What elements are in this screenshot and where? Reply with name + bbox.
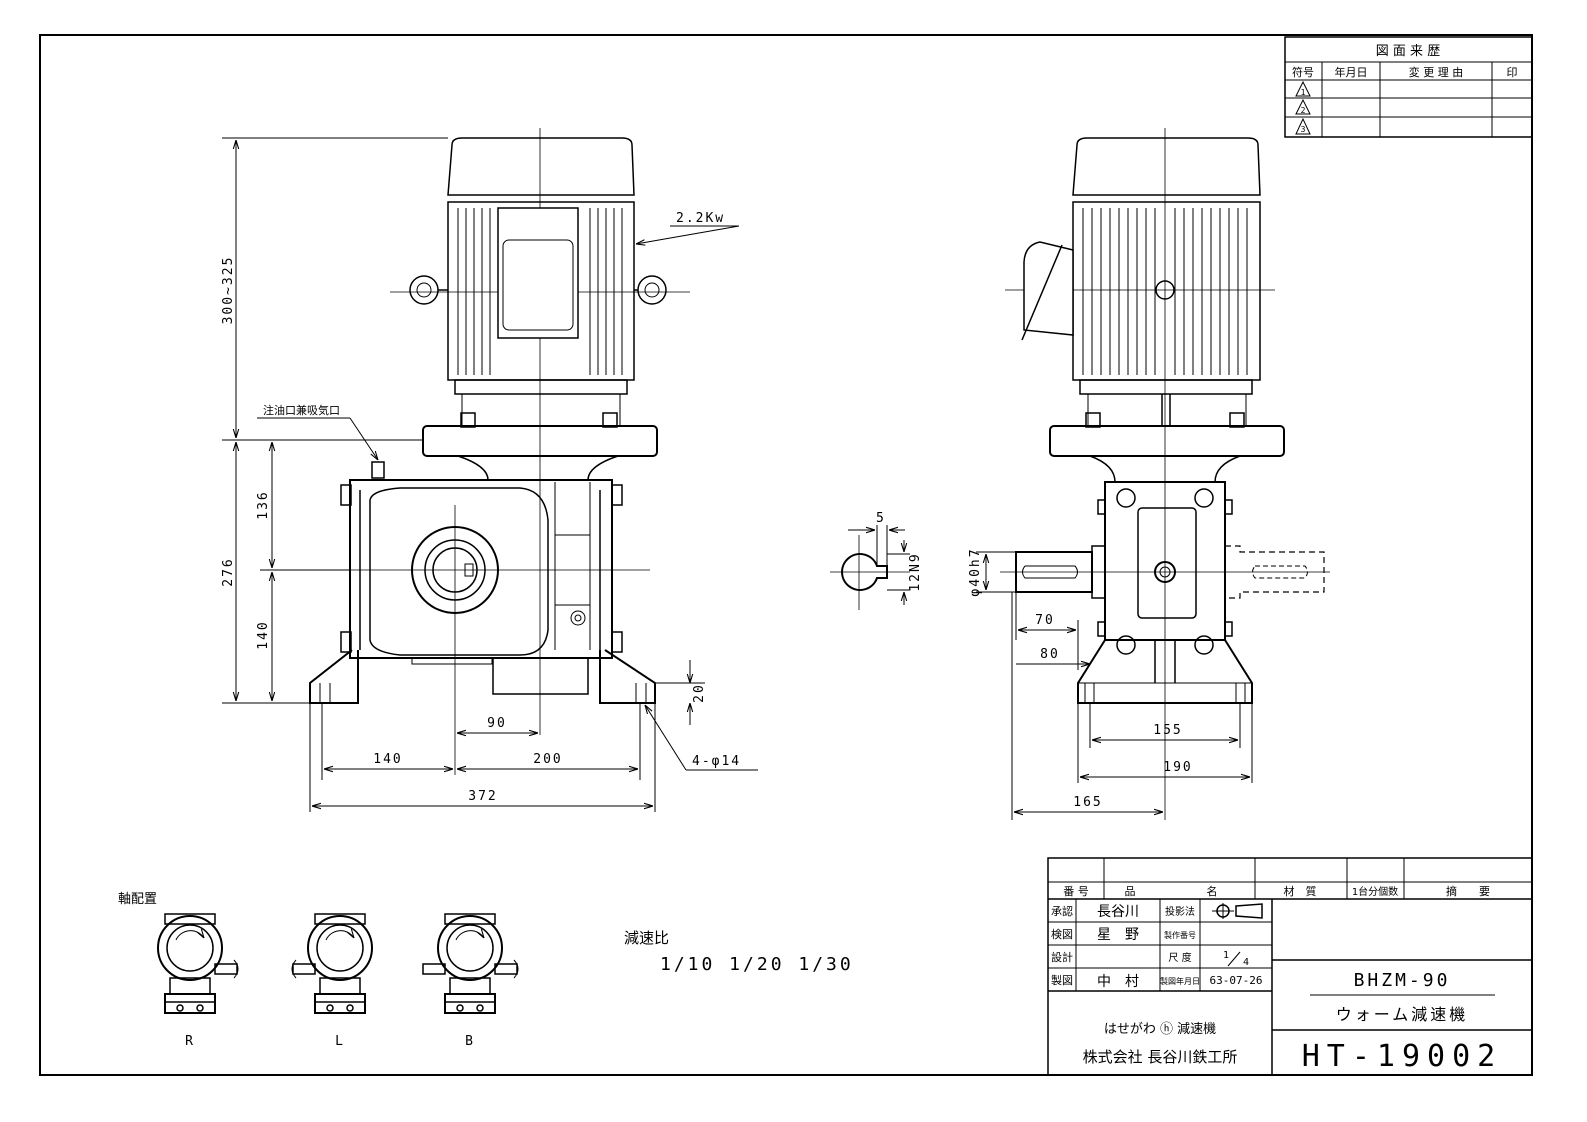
dim-width-372: 372 xyxy=(468,789,497,804)
dim-upper-height: 136 xyxy=(256,490,271,519)
tb-header-name2: 名 xyxy=(1207,884,1218,898)
dim-foot-height: 20 xyxy=(692,683,707,703)
revision-table: 図 面 来 歴 符号 年月日 変 更 理 由 印 1 2 3 xyxy=(1284,36,1533,138)
rev-header-date: 年月日 xyxy=(1335,65,1368,79)
dim-base-155: 155 xyxy=(1153,723,1182,738)
rev-header-reason: 変 更 理 由 xyxy=(1409,65,1464,79)
arrangement-label-r: R xyxy=(185,1034,195,1049)
key-width: 5 xyxy=(876,511,886,526)
svg-text:1: 1 xyxy=(1301,88,1306,97)
front-view: 300~325 276 136 140 20 90 140 200 372 4-… xyxy=(221,128,758,812)
dim-base-190: 190 xyxy=(1163,760,1192,775)
tb-draw-value: 中 村 xyxy=(1097,974,1139,990)
dim-width-200: 200 xyxy=(533,752,562,767)
brand-line: はせがわ ⓗ 減速機 xyxy=(1104,1021,1216,1037)
svg-text:2: 2 xyxy=(1301,106,1306,115)
tb-draw-label: 製図 xyxy=(1051,973,1073,987)
rev-header-mark: 符号 xyxy=(1292,66,1314,79)
tb-date-label: 製図年月日 xyxy=(1160,976,1200,986)
tb-scale-label: 尺 度 xyxy=(1168,951,1191,964)
tb-mfg-label: 製作番号 xyxy=(1164,930,1196,940)
dim-motor-height: 300~325 xyxy=(221,256,236,325)
side-motor-fins xyxy=(1082,208,1248,375)
lifting-eye-left xyxy=(409,275,448,305)
dim-width-140: 140 xyxy=(373,752,402,767)
dim-lower-height: 140 xyxy=(256,620,271,649)
tb-scale-value: 1 4 xyxy=(1223,950,1249,968)
drawing-number: HT-19002 xyxy=(1302,1039,1503,1074)
dim-165: 165 xyxy=(1073,795,1102,810)
side-bolts xyxy=(1116,488,1214,655)
rev-header-stamp: 印 xyxy=(1507,66,1518,79)
company-name: 株式会社 長谷川鉄工所 xyxy=(1083,1048,1238,1066)
tb-header-no: 番 号 xyxy=(1063,885,1089,898)
motor-fins xyxy=(457,208,623,375)
arrangement-label-b: B xyxy=(465,1034,475,1049)
model-name: BHZM-90 xyxy=(1354,970,1451,991)
keyway-detail: 5 12N9 xyxy=(830,511,923,610)
holes-note: 4-φ14 xyxy=(692,754,741,769)
dim-shaft-80: 80 xyxy=(1040,647,1060,662)
dim-shaft-70: 70 xyxy=(1035,613,1055,628)
tb-check-label: 検図 xyxy=(1051,927,1073,941)
arrangement-label-l: L xyxy=(335,1034,345,1049)
projection-symbol-icon xyxy=(1212,903,1263,919)
tb-approve-value: 長谷川 xyxy=(1097,904,1139,920)
rev-mark-1: 1 xyxy=(1295,80,1311,97)
svg-text:1: 1 xyxy=(1223,950,1229,961)
tb-header-material: 材 質 xyxy=(1284,884,1317,898)
revision-title: 図 面 来 歴 xyxy=(1376,44,1440,59)
tb-date-value: 63-07-26 xyxy=(1210,974,1263,987)
dim-total-height: 276 xyxy=(221,557,236,586)
tb-design-label: 設計 xyxy=(1051,950,1073,964)
drawing-border xyxy=(39,34,1533,1076)
side-view: φ40h7 70 80 155 190 165 xyxy=(968,128,1330,820)
lifting-eye-right xyxy=(634,275,667,305)
arrangement-r xyxy=(157,913,239,1014)
oil-filler-label: 注油口兼吸気口 xyxy=(263,403,340,417)
tb-projection-label: 投影法 xyxy=(1165,905,1195,918)
dim-offset-90: 90 xyxy=(487,716,507,731)
title-block: 番 号 品 名 材 質 1台分個数 摘 要 承認 長谷川 検図 星 野 設計 製… xyxy=(1047,857,1533,1076)
tb-header-qty: 1台分個数 xyxy=(1352,885,1398,898)
shaft-diameter: φ40h7 xyxy=(968,547,983,596)
ratio-values: 1/10 1/20 1/30 xyxy=(660,954,854,975)
product-name: ウォーム減速機 xyxy=(1336,1005,1469,1024)
arrangement-l xyxy=(291,913,373,1014)
tb-approve-label: 承認 xyxy=(1051,904,1073,918)
rev-mark-3: 3 xyxy=(1295,117,1311,135)
key-height: 12N9 xyxy=(908,552,923,591)
ratio-title: 減速比 xyxy=(624,929,669,947)
shaft-arrangement: 軸配置 R L xyxy=(118,892,519,1049)
svg-text:3: 3 xyxy=(1301,125,1306,134)
tb-header-remarks: 摘 要 xyxy=(1446,884,1490,898)
rev-mark-2: 2 xyxy=(1295,98,1311,115)
shaft-arrangement-title: 軸配置 xyxy=(118,892,157,907)
motor-power-label: 2.2Kw xyxy=(676,211,725,226)
tb-header-name1: 品 xyxy=(1125,885,1136,898)
arrangement-b xyxy=(422,913,519,1014)
tb-check-value: 星 野 xyxy=(1097,927,1139,943)
svg-text:4: 4 xyxy=(1243,957,1249,968)
